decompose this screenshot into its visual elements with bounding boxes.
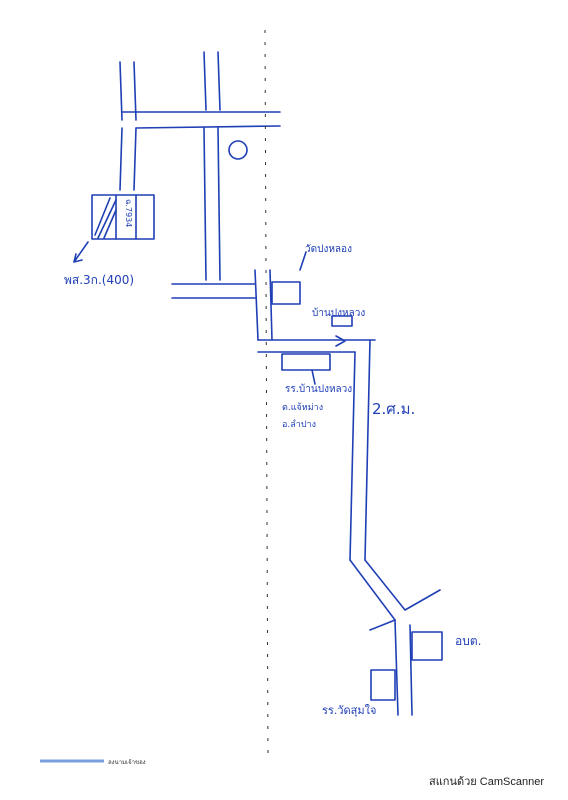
- temple-label: วัดปงหลอง: [305, 244, 352, 255]
- road-drop-left: [119, 127, 137, 191]
- plot-number-label: ฉ.7934: [124, 199, 133, 227]
- school-bottom-building: [370, 669, 396, 701]
- arrow-left-icon: [335, 335, 346, 347]
- tao-building: [411, 631, 443, 661]
- school-label-line3: อ.ลำปาง: [282, 419, 316, 430]
- school-label-line1: รร.บ้านปงหลวง: [285, 383, 352, 395]
- village-label: บ้านปงหลวง: [312, 307, 365, 319]
- road-main-vertical: [203, 127, 221, 281]
- arrow-school-icon: [311, 369, 316, 385]
- school-building: [281, 353, 331, 371]
- land-plot-label: พส.3ก.(400): [64, 273, 134, 287]
- land-plot-box: [91, 194, 155, 240]
- tao-label: อบต.: [455, 634, 481, 648]
- road-connector: [254, 269, 273, 341]
- road-fork: [349, 559, 441, 621]
- road-horizontal-top: [121, 111, 281, 129]
- road-fork-down: [394, 619, 413, 716]
- arrow-down-icon: [73, 241, 89, 263]
- school-bottom-label: รร.วัดสุมใจ: [322, 704, 376, 717]
- fold-line: [264, 29, 269, 761]
- school-label-line2: ต.แจ้หม่าง: [282, 402, 323, 413]
- road-horizontal-mid: [171, 283, 256, 299]
- scanner-watermark: สแกนด้วย CamScanner: [428, 776, 544, 788]
- temple-building: [271, 281, 301, 305]
- road-label: 2.ศ.ม.: [372, 400, 415, 418]
- footer-mark: ลงนามเจ้าของ: [108, 759, 146, 766]
- circle-landmark-icon: [228, 140, 248, 160]
- land-plot-hatch: [94, 197, 117, 239]
- road-vertical-mid: [203, 51, 221, 111]
- road-vertical-left: [119, 61, 137, 121]
- road-fork-left: [369, 619, 396, 631]
- road-long-vertical: [349, 339, 371, 561]
- village-building: [331, 315, 353, 327]
- road-horizontal-lower: [257, 339, 376, 353]
- arrow-temple-icon: [299, 251, 307, 271]
